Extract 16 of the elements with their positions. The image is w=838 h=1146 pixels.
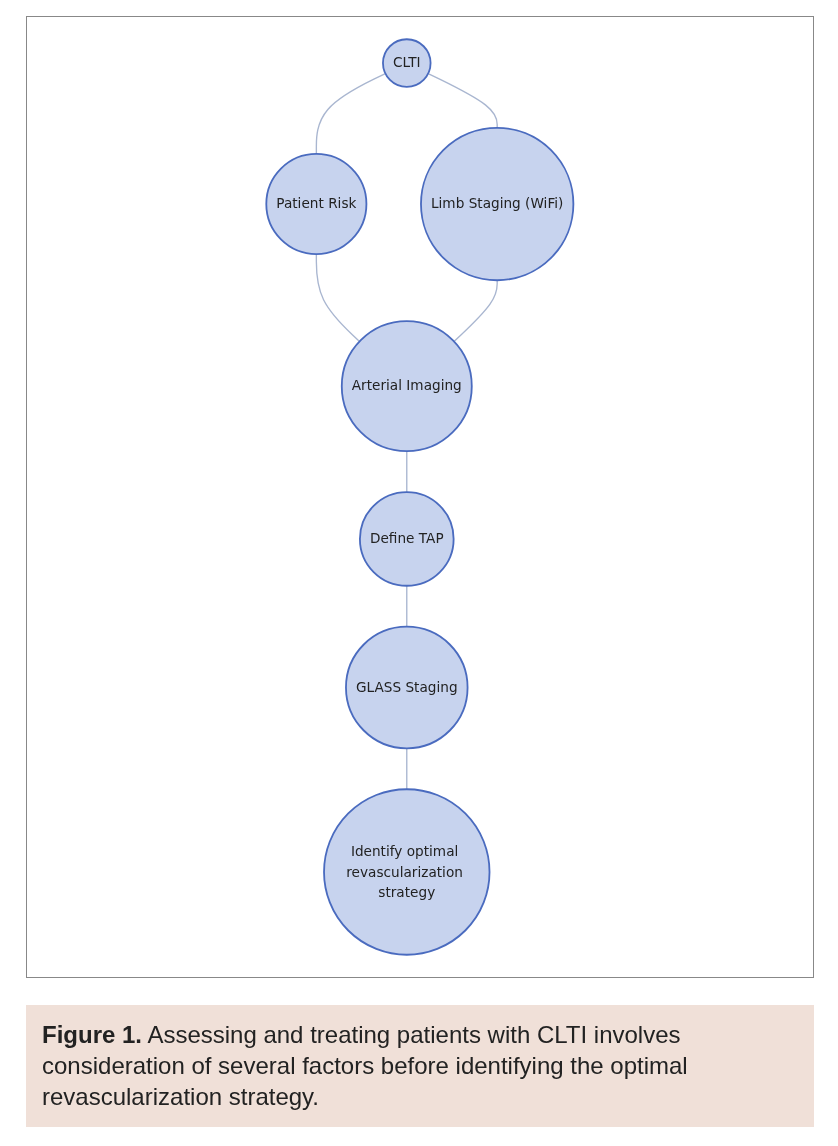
- node-circle: [420, 126, 575, 282]
- connector: [453, 279, 498, 343]
- connector: [406, 585, 408, 628]
- node-circle: [382, 38, 432, 88]
- connector: [315, 253, 361, 343]
- node-circle: [359, 491, 455, 587]
- node-circle: [345, 625, 469, 750]
- connector: [406, 747, 408, 790]
- node-circle: [323, 788, 491, 956]
- connector: [427, 72, 498, 129]
- figure-caption: Figure 1. Assessing and treating patients with CLTI involves consideration of several factors before identifying the optimal revascularization strategy.: [26, 1005, 814, 1127]
- node-circle: [265, 153, 368, 255]
- connector: [315, 72, 387, 155]
- diagram-frame: CLTI Patient Risk Limb Staging (WiFi) Arterial Imaging Define TAP GLASS Staging Identify optimal revascularization strategy: [26, 16, 814, 978]
- connector: [406, 450, 408, 493]
- node-circle: [341, 320, 473, 453]
